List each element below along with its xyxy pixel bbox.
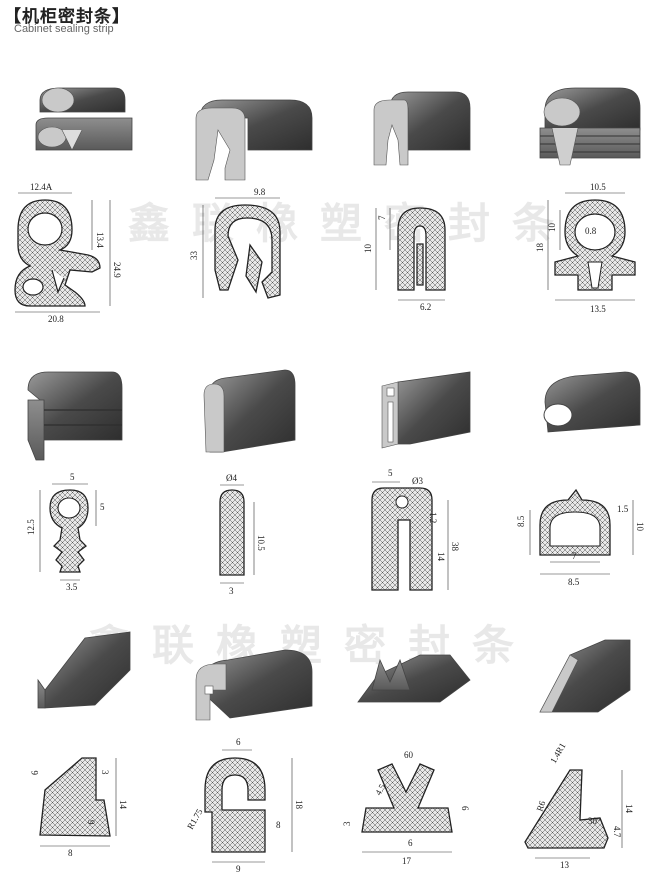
svg-text:13.5: 13.5 — [590, 304, 606, 314]
svg-text:6: 6 — [460, 806, 470, 811]
svg-text:60: 60 — [404, 750, 414, 760]
svg-text:6: 6 — [236, 737, 241, 747]
svg-text:24.9: 24.9 — [112, 262, 122, 278]
section-drawing-9 — [39, 757, 111, 837]
section-drawing-7 — [371, 487, 433, 591]
svg-text:33: 33 — [189, 251, 199, 261]
product-photo-8 — [543, 371, 641, 433]
svg-text:10.5: 10.5 — [590, 182, 606, 192]
dimensions-4: 10.5 10 0.8 18 13.5 — [535, 182, 635, 314]
dimensions-8: 1.5 8.5 10 7 8.5 — [516, 500, 645, 587]
svg-text:30°: 30° — [588, 816, 601, 826]
svg-text:8: 8 — [68, 848, 73, 858]
svg-text:14: 14 — [118, 800, 128, 810]
section-drawing-1 — [14, 199, 101, 307]
dimensions-7: 5 Ø3 1.2 14 38 — [372, 468, 460, 590]
product-photo-11 — [357, 654, 471, 703]
dimensions-6: Ø4 10.5 3 — [220, 473, 266, 596]
svg-text:3: 3 — [229, 586, 234, 596]
svg-text:7: 7 — [572, 551, 577, 561]
svg-text:6: 6 — [30, 770, 40, 775]
svg-text:3: 3 — [100, 770, 110, 775]
svg-text:38: 38 — [450, 542, 460, 552]
section-drawing-4 — [554, 199, 636, 291]
section-drawing-3 — [397, 207, 446, 291]
section-drawing-8 — [539, 488, 611, 556]
svg-text:3: 3 — [342, 821, 352, 826]
section-drawing-11 — [361, 763, 453, 833]
svg-text:3.5: 3.5 — [66, 582, 78, 592]
svg-text:7: 7 — [377, 215, 387, 220]
dimensions-1: 12.4A 13.4 24.9 20.8 — [15, 182, 122, 324]
svg-text:10: 10 — [363, 244, 373, 254]
product-photo-12 — [539, 639, 631, 713]
product-photo-10 — [195, 649, 313, 721]
section-drawing-10 — [204, 757, 266, 853]
svg-text:10: 10 — [635, 522, 645, 532]
dimensions-5: 5 12.5 5 3.5 — [26, 472, 105, 592]
svg-text:8: 8 — [276, 820, 281, 830]
svg-text:5: 5 — [70, 472, 75, 482]
dimensions-3: 7 10 6.2 — [363, 208, 445, 312]
svg-text:10.5: 10.5 — [256, 535, 266, 551]
svg-text:9: 9 — [86, 820, 96, 825]
dimensions-2: 9.8 33 — [189, 187, 280, 298]
svg-text:17: 17 — [402, 856, 412, 866]
svg-text:12.5: 12.5 — [26, 519, 36, 535]
product-photo-2 — [195, 99, 313, 181]
svg-text:5: 5 — [388, 468, 393, 478]
svg-text:20.8: 20.8 — [48, 314, 64, 324]
svg-text:R1.75: R1.75 — [185, 807, 205, 831]
product-photo-5 — [27, 371, 123, 461]
svg-text:12.4A: 12.4A — [30, 182, 53, 192]
watermark-top: 鑫联橡塑密封条 — [128, 199, 577, 248]
svg-text:13.4: 13.4 — [95, 232, 105, 248]
svg-text:10: 10 — [547, 223, 557, 233]
product-photo-4 — [539, 87, 641, 166]
svg-text:6.2: 6.2 — [420, 302, 431, 312]
svg-text:1.2: 1.2 — [428, 512, 438, 523]
svg-text:4.7: 4.7 — [612, 826, 622, 838]
svg-text:6: 6 — [408, 838, 413, 848]
svg-text:Ø4: Ø4 — [226, 473, 237, 483]
dimensions-9: 6 3 14 9 8 — [30, 758, 128, 858]
svg-text:1.5: 1.5 — [617, 504, 629, 514]
svg-text:14: 14 — [624, 804, 634, 814]
product-photo-6 — [203, 369, 296, 453]
product-photo-9 — [37, 631, 131, 709]
svg-text:5: 5 — [100, 502, 105, 512]
page-title: 【机柜密封条】 — [4, 7, 130, 27]
section-drawing-2 — [214, 204, 281, 299]
product-photo-1 — [35, 87, 133, 151]
svg-text:14: 14 — [436, 552, 446, 562]
section-drawing-6 — [219, 489, 245, 576]
svg-text:8.5: 8.5 — [568, 577, 580, 587]
svg-text:8.5: 8.5 — [516, 515, 526, 527]
svg-text:18: 18 — [294, 800, 304, 810]
svg-text:13: 13 — [560, 860, 570, 870]
section-drawing-12 — [524, 769, 609, 849]
svg-text:0.8: 0.8 — [585, 226, 597, 236]
svg-text:18: 18 — [535, 243, 545, 253]
svg-text:9.8: 9.8 — [254, 187, 266, 197]
section-drawing-5 — [49, 489, 89, 573]
svg-text:9: 9 — [236, 864, 241, 873]
product-photo-7 — [381, 371, 471, 449]
product-photo-3 — [373, 91, 471, 166]
svg-text:Ø3: Ø3 — [412, 476, 423, 486]
page-subtitle: Cabinet sealing strip — [14, 23, 114, 35]
svg-text:R6: R6 — [534, 799, 547, 813]
svg-text:1.4R1: 1.4R1 — [548, 741, 568, 765]
